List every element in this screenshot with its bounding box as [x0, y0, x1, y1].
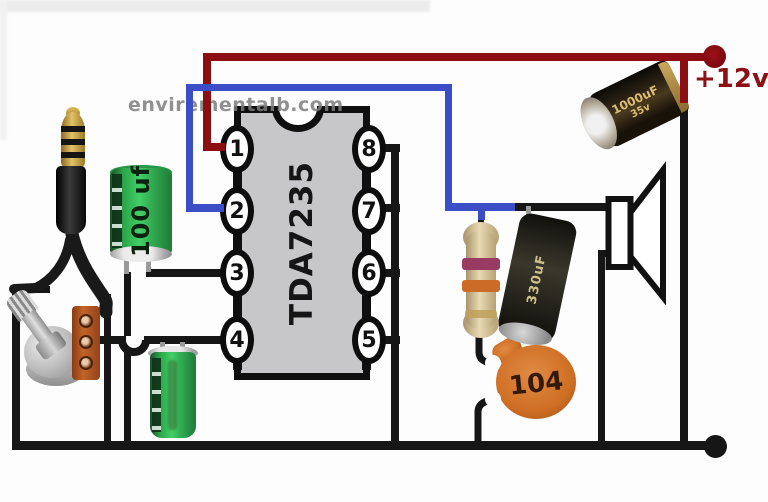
speaker-cone — [627, 161, 666, 306]
pot-terminal-1 — [79, 314, 93, 328]
ic-notch-clip — [256, 106, 342, 146]
wire-speaker-ground — [598, 250, 605, 446]
ceramic-cap-label: 104 — [508, 366, 565, 402]
capacitor-100uf — [110, 168, 172, 254]
cap2-minus-stripe — [152, 358, 161, 432]
wire-pin4-right — [144, 336, 230, 344]
wire-supply-down — [680, 101, 688, 446]
ceramic-cap-bottom-lead — [474, 396, 493, 444]
wire-left-border — [12, 286, 20, 448]
wire-red-supply-rail — [203, 53, 712, 61]
wire-blue-pin2-stub — [188, 204, 224, 212]
wire-cap1-ground-upper — [124, 272, 131, 336]
ic-pin-2: 2 — [220, 187, 254, 235]
resistor-band-gold — [465, 310, 497, 318]
audio-jack-body — [56, 166, 86, 234]
wire-red-vertical-left — [203, 53, 211, 149]
jack-cable-ground — [9, 235, 75, 294]
ic-pin-5: 5 — [352, 316, 386, 364]
ceramic-cap-notch-top — [485, 355, 501, 371]
ceramic-cap-notch-bottom — [485, 391, 501, 407]
ic-pin-1: 1 — [220, 125, 254, 173]
background-wash-top — [0, 0, 430, 12]
speaker-driver — [605, 196, 634, 270]
supply-label: +12v — [694, 64, 768, 94]
cap330-label: 330uF — [524, 252, 550, 306]
ic-part-number: TDA7235 — [284, 160, 320, 326]
cap1-label: 100 uf — [127, 165, 156, 257]
wire-hop-arc — [118, 339, 150, 356]
wire-ground-rail — [12, 441, 718, 450]
ic-label-wrap: TDA7235 — [234, 106, 370, 380]
wire-cap1-ground-lower — [124, 352, 131, 447]
wire-pin7-stub — [378, 204, 400, 212]
wire-red-supply-drop — [680, 53, 688, 103]
capacitor-green-2 — [150, 352, 196, 438]
wire-blue-vertical-right — [445, 84, 452, 211]
ic-pin-3: 3 — [220, 249, 254, 297]
jack-ring-2 — [61, 139, 85, 145]
background-wash-left — [0, 0, 7, 140]
wire-right-pin-bus — [391, 144, 399, 446]
jack-ring-3 — [61, 152, 85, 158]
wire-pin5-stub — [378, 336, 400, 344]
ceramic-capacitor-104 — [496, 345, 576, 419]
ic-pin-4: 4 — [220, 316, 254, 364]
wire-pin6-stub — [378, 269, 400, 277]
audio-jack-tip — [61, 112, 85, 168]
wire-blue-resistor-stub — [478, 203, 485, 220]
resistor — [462, 220, 500, 338]
wire-pin4-left — [88, 336, 126, 344]
resistor-band-magenta — [462, 258, 500, 270]
jack-ring-1 — [61, 126, 85, 132]
pot-terminal-2 — [79, 335, 93, 349]
pot-pcb — [72, 306, 100, 380]
ic-pin-6: 6 — [352, 249, 386, 297]
cap2-print-smudge — [168, 360, 177, 430]
supply-terminal-dot — [703, 45, 726, 68]
ground-terminal-dot — [704, 435, 727, 458]
ic-pin-8: 8 — [352, 125, 386, 173]
wire-pot-ground — [104, 294, 111, 446]
wire-pin3 — [146, 269, 228, 277]
wire-to-speaker — [512, 203, 612, 211]
wire-red-pin1-stub — [203, 143, 225, 151]
cap1-bottom-end — [110, 246, 172, 262]
watermark: envirementalb.com — [128, 94, 344, 116]
cap1-lead-left — [124, 250, 129, 274]
resistor-band-orange — [462, 280, 500, 292]
jack-cable-signal — [65, 227, 113, 319]
cap1-minus-stripe — [112, 174, 122, 248]
wire-pin8-stub — [378, 144, 400, 152]
pot-terminal-3 — [79, 356, 93, 370]
ic-pin-7: 7 — [352, 187, 386, 235]
cap1-label-wrap: 100 uf — [110, 165, 172, 257]
wire-blue-top — [186, 84, 452, 91]
wire-blue-vertical-left — [186, 84, 193, 212]
